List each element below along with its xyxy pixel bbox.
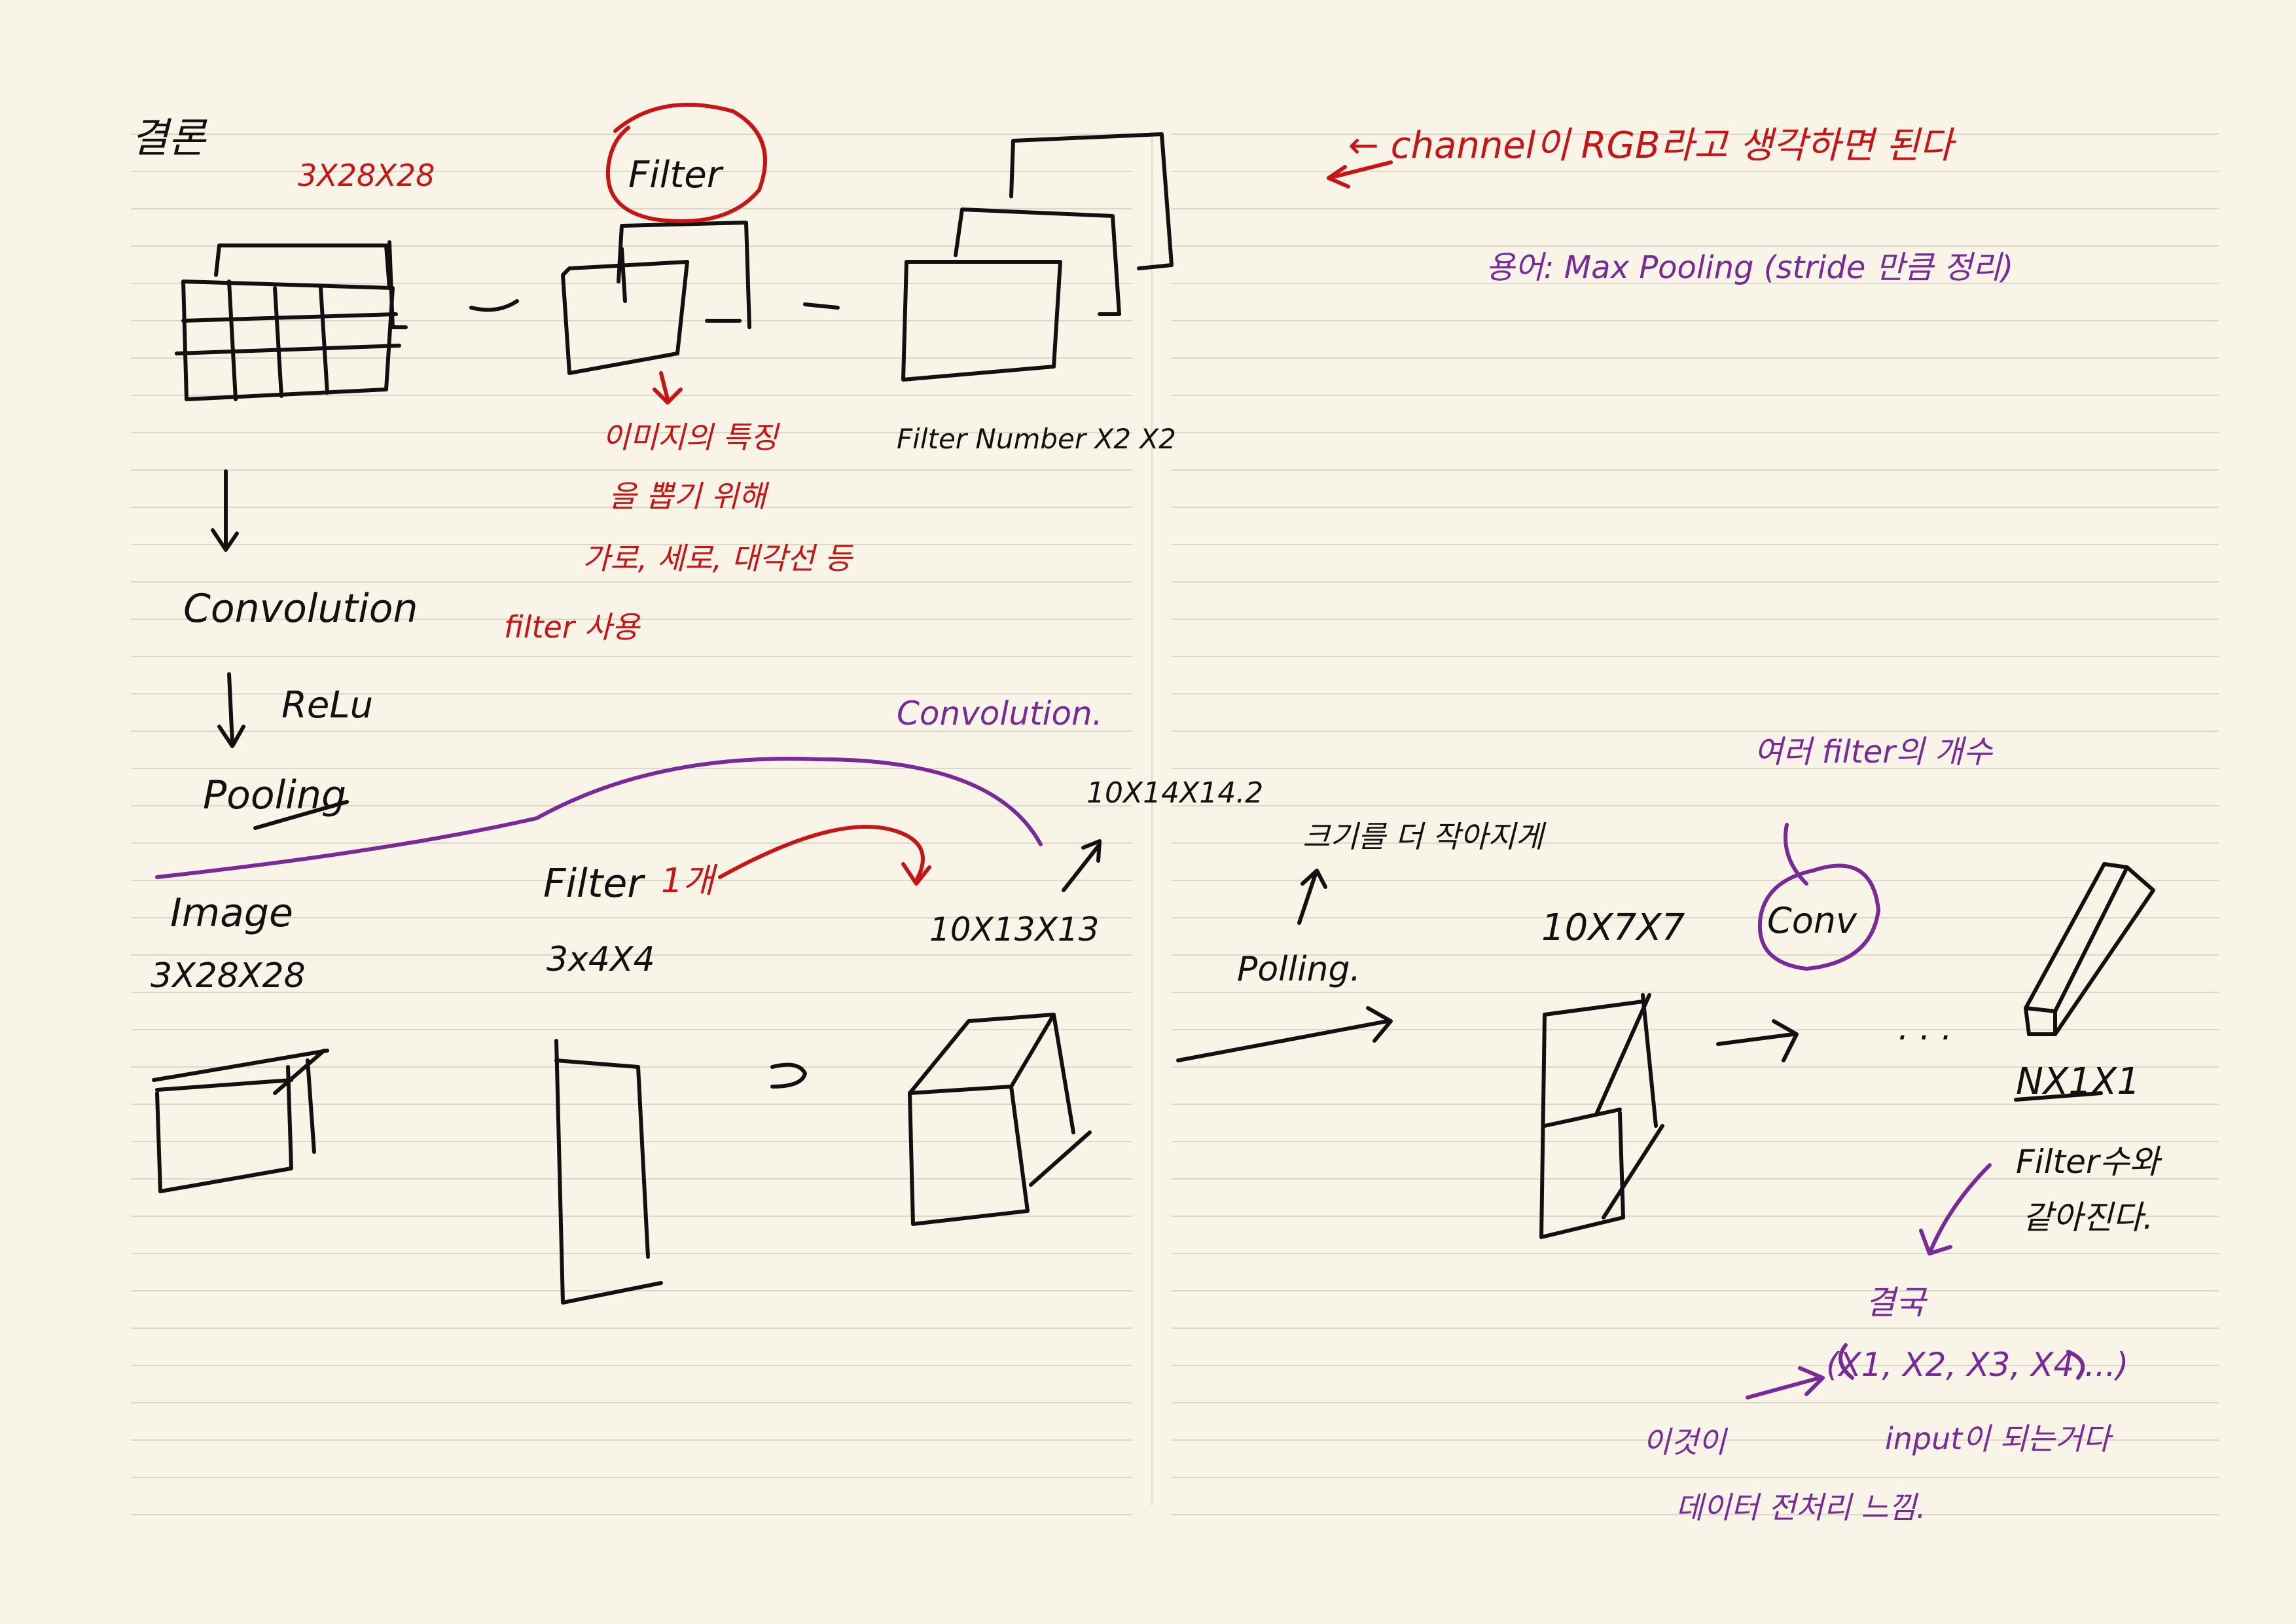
conv-output-dims: 10X13X13 [929, 911, 1100, 948]
pipeline-convolution: Convolution [183, 586, 418, 632]
data-note-line-1: 이것이 [1643, 1424, 1726, 1460]
pooling-label: Polling. [1237, 950, 1361, 989]
input-grid-sketch [175, 240, 408, 401]
filter-label: Filter [628, 154, 722, 196]
pipeline-pooling: Pooling [203, 772, 347, 818]
final-note-line-1: Filter수와 [2016, 1143, 2160, 1181]
filter-box-sketch [561, 221, 751, 375]
conv-output-dims-alt: 10X14X14.2 [1086, 776, 1264, 810]
final-note-line-2: 같아진다. [2022, 1199, 2153, 1236]
result-vector: (X1, X2, X3, X4 ...) [1826, 1346, 2129, 1384]
bottom-filter-dims: 3x4X4 [547, 940, 655, 979]
pooling-note: 크기를 더 작아지게 [1302, 819, 1543, 854]
image-label: Image [170, 890, 293, 936]
conv-filter-note: 여러 filter의 개수 [1754, 734, 1992, 770]
filter-stack-sketch [901, 132, 1174, 382]
input-dims-label: 3X28X28 [298, 158, 435, 193]
result-note: input이 되는거다 [1885, 1421, 2111, 1456]
image-box-sketch [152, 1049, 329, 1193]
filter-note-line-2: 을 뽑기 위해 [609, 478, 766, 514]
term-note: 용어: Max Pooling (stride 만큼 정리) [1486, 249, 2014, 286]
conv-output-cube-sketch [908, 1013, 1092, 1226]
filter-note-line-4: filter 사용 [504, 609, 640, 645]
filter-count: 1개 [661, 861, 714, 901]
pooled-dims: 10X7X7 [1541, 907, 1685, 949]
pipeline-relu: ReLu [281, 684, 374, 727]
image-dims: 3X28X28 [151, 956, 306, 996]
filter-note-line-3: 가로, 세로, 대각선 등 [583, 541, 852, 576]
channel-note: ← channel이 RGB라고 생각하면 된다 [1348, 124, 1954, 167]
filter-number-label: Filter Number X2 X2 [897, 423, 1176, 455]
final-prism-sketch [2024, 862, 2155, 1036]
filter-note-line-1: 이미지의 특징 [602, 420, 778, 455]
filter-tall-sketch [554, 1039, 663, 1305]
heading-conclusion: 결론 [131, 114, 206, 162]
ellipsis: . . . [1898, 1009, 1952, 1048]
pooled-box-sketch [1539, 993, 1664, 1239]
result-heading: 결국 [1865, 1284, 1926, 1322]
bottom-filter-label: Filter [543, 861, 643, 907]
conv-circle-label: Conv [1767, 900, 1857, 941]
final-dims: NX1X1 [2016, 1060, 2140, 1103]
data-note-line-2: 데이터 전처리 느낌. [1676, 1490, 1926, 1525]
convolution-arc-label: Convolution. [897, 695, 1103, 732]
